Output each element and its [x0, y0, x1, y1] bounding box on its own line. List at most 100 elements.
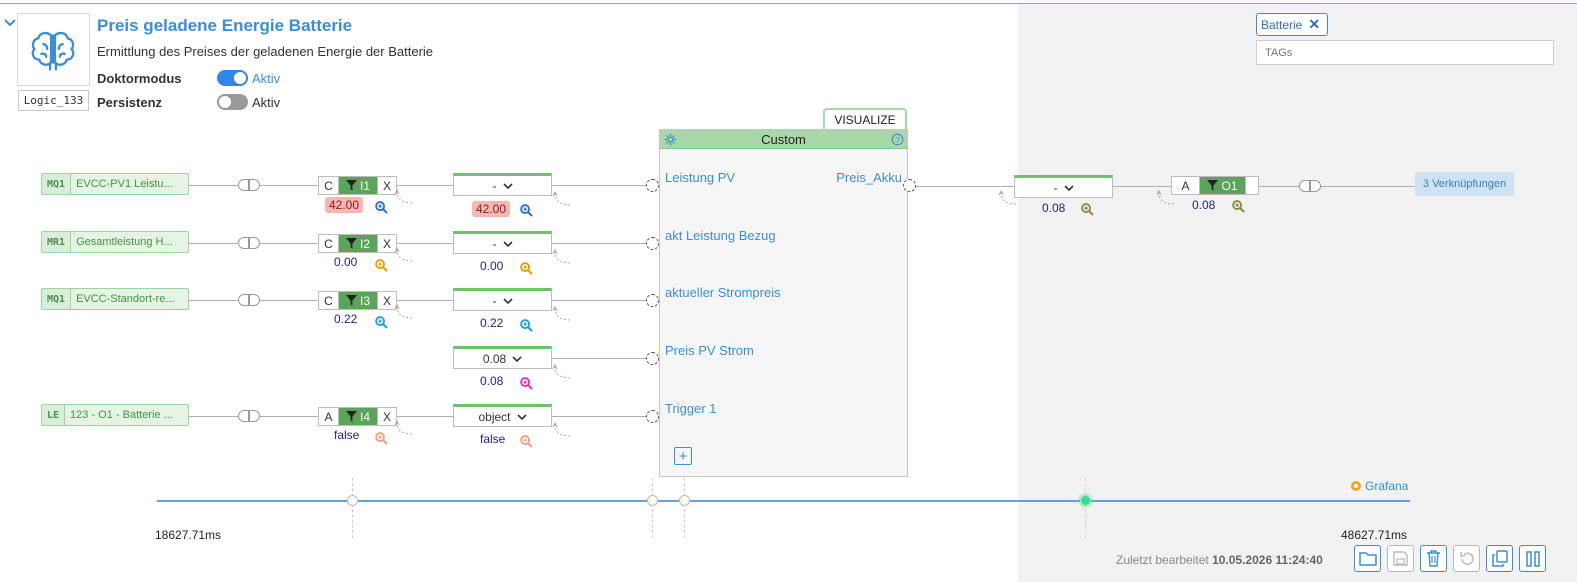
- loop-arrow-icon: [552, 190, 574, 207]
- input-clear[interactable]: X: [382, 409, 391, 424]
- input-select-label: -: [492, 293, 497, 308]
- zoom-in-icon[interactable]: [375, 201, 388, 214]
- input-port-label: I3: [359, 293, 370, 308]
- loop-arrow-icon: [552, 248, 574, 265]
- persistenz-status: Aktiv: [252, 95, 281, 110]
- input-select[interactable]: -: [453, 288, 552, 311]
- input-filter[interactable]: I4: [339, 408, 378, 425]
- port-dot-in-1[interactable]: [646, 179, 659, 192]
- zoom-in-icon[interactable]: [1081, 203, 1094, 216]
- output-filter[interactable]: O1: [1200, 177, 1246, 194]
- port-in-preis-pv-strom[interactable]: Preis PV Strom: [665, 343, 754, 358]
- input-select[interactable]: -: [453, 173, 552, 196]
- input-connector[interactable]: [238, 237, 260, 249]
- timeline-node[interactable]: [647, 495, 658, 506]
- open-folder-button[interactable]: [1354, 545, 1381, 572]
- port-dot-in-3[interactable]: [646, 294, 659, 307]
- port-dot-in-5[interactable]: [646, 410, 659, 423]
- port-out-preis-akku[interactable]: Preis_Akku: [836, 170, 902, 185]
- zoom-in-icon[interactable]: [375, 316, 388, 329]
- input-filter[interactable]: I2: [339, 235, 378, 252]
- port-in-trigger-1[interactable]: Trigger 1: [665, 401, 717, 416]
- input-source-name: EVCC-Standort-re...: [76, 293, 175, 305]
- doktormodus-status: Aktiv: [252, 71, 281, 86]
- output-select[interactable]: -: [1014, 175, 1113, 198]
- input-source-badge[interactable]: MQ1 EVCC-Standort-re...: [41, 288, 189, 310]
- timeline-end: 48627.71ms: [1341, 528, 1408, 542]
- doktormodus-toggle[interactable]: [217, 70, 248, 86]
- output-mode[interactable]: A: [1172, 177, 1200, 194]
- gear-icon[interactable]: [664, 133, 677, 146]
- input-port-box[interactable]: C I2 X: [318, 234, 397, 253]
- input-connector[interactable]: [238, 410, 260, 422]
- undo-button[interactable]: [1453, 545, 1480, 572]
- output-select-label: -: [1053, 180, 1058, 195]
- links-badge[interactable]: 3 Verknüpfungen: [1415, 172, 1514, 196]
- pause-button[interactable]: [1519, 545, 1546, 572]
- port-in-leistung-pv[interactable]: Leistung PV: [665, 170, 736, 185]
- output-connector[interactable]: [1299, 180, 1321, 192]
- input-mode[interactable]: A: [319, 408, 339, 425]
- grafana-link[interactable]: Grafana: [1350, 479, 1408, 493]
- input-clear[interactable]: X: [382, 236, 391, 251]
- filter-icon: [345, 411, 357, 422]
- input-select[interactable]: -: [453, 231, 552, 254]
- zoom-in-icon[interactable]: [520, 262, 533, 275]
- save-icon: [1393, 551, 1408, 566]
- tag-chip-batterie[interactable]: Batterie ✕: [1256, 13, 1328, 36]
- port-dot-out-1[interactable]: [903, 179, 916, 192]
- visualize-button[interactable]: VISUALIZE: [823, 108, 907, 130]
- port-dot-in-4[interactable]: [646, 352, 659, 365]
- timeline-node-active[interactable]: [1080, 495, 1091, 506]
- zoom-in-icon[interactable]: [375, 432, 388, 445]
- zoom-in-icon[interactable]: [520, 435, 533, 448]
- timeline-node[interactable]: [347, 495, 358, 506]
- zoom-in-icon[interactable]: [520, 204, 533, 217]
- input-select[interactable]: 0.08: [453, 346, 552, 369]
- zoom-in-icon[interactable]: [375, 259, 388, 272]
- input-mode[interactable]: C: [319, 235, 339, 252]
- input-connector[interactable]: [238, 294, 260, 306]
- persistenz-toggle[interactable]: [217, 94, 248, 110]
- custom-block-header: Custom ?: [660, 130, 907, 149]
- port-dot-in-2[interactable]: [646, 237, 659, 250]
- close-icon[interactable]: ✕: [1308, 16, 1321, 32]
- input-source-badge[interactable]: MQ1 EVCC-PV1 Leistu...: [41, 173, 189, 195]
- brain-icon: [31, 31, 75, 71]
- input-port-box[interactable]: C I1 X: [318, 176, 397, 195]
- delete-button[interactable]: [1420, 545, 1447, 572]
- input-port-box[interactable]: C I3 X: [318, 291, 397, 310]
- zoom-in-icon[interactable]: [1232, 200, 1245, 213]
- port-in-akt-leistung-bezug[interactable]: akt Leistung Bezug: [665, 228, 776, 243]
- zoom-in-icon[interactable]: [520, 319, 533, 332]
- port-in-aktueller-strompreis[interactable]: aktueller Strompreis: [665, 285, 781, 300]
- input-clear[interactable]: X: [382, 293, 391, 308]
- input-connector[interactable]: [238, 179, 260, 191]
- input-mode[interactable]: C: [319, 177, 339, 194]
- help-icon[interactable]: ?: [891, 133, 904, 146]
- zoom-in-icon[interactable]: [520, 377, 533, 390]
- input-filter[interactable]: I1: [339, 177, 378, 194]
- undo-icon: [1459, 551, 1474, 565]
- tags-input[interactable]: [1256, 40, 1554, 65]
- input-mode[interactable]: C: [319, 292, 339, 309]
- timeline-track[interactable]: [157, 500, 1410, 502]
- grafana-icon: [1351, 481, 1361, 491]
- input-port-box[interactable]: A I4 X: [318, 407, 397, 426]
- input-select[interactable]: object: [453, 404, 552, 427]
- input-filter[interactable]: I3: [339, 292, 378, 309]
- timeline-node[interactable]: [679, 495, 690, 506]
- copy-button[interactable]: [1486, 545, 1513, 572]
- timeline-marker: [352, 478, 353, 538]
- output-o1-box[interactable]: A O1: [1171, 176, 1259, 195]
- chevron-down-icon[interactable]: [3, 15, 17, 29]
- filter-icon: [345, 238, 357, 249]
- add-port-button[interactable]: +: [674, 447, 692, 465]
- save-button[interactable]: [1387, 545, 1414, 572]
- timeline-marker: [652, 478, 653, 538]
- input-select-label: 0.08: [482, 351, 507, 366]
- input-clear[interactable]: X: [382, 178, 391, 193]
- input-source-badge[interactable]: LE 123 - O1 - Batterie ...: [41, 404, 189, 426]
- input-port-label: I2: [359, 236, 370, 251]
- input-source-badge[interactable]: MR1 Gesamtleistung H...: [41, 231, 189, 253]
